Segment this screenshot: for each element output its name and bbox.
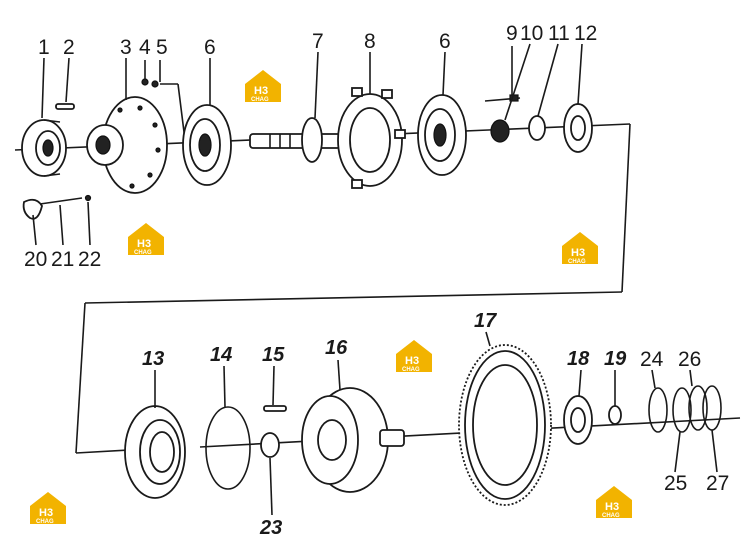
part-20-21-22-bolt	[22, 194, 92, 220]
watermark-logo-6: H3 CHAG	[596, 486, 632, 519]
part-16-carrier	[301, 387, 405, 493]
logo-text: H3	[605, 501, 619, 513]
part-15-pin	[263, 405, 287, 412]
part-14-o-ring	[205, 406, 251, 490]
label-1: 1	[38, 36, 50, 59]
part-10-sleeve	[490, 119, 510, 143]
part-6-disc-right	[417, 94, 467, 176]
part-3-housing	[86, 96, 168, 194]
part-2-pin	[55, 103, 75, 110]
shims-24-27	[648, 385, 722, 433]
label-11: 11	[548, 22, 570, 45]
label-5: 5	[156, 36, 168, 59]
logo-text: H3	[405, 355, 419, 367]
watermark-logo-1: H3 CHAG	[245, 70, 281, 103]
label-26: 26	[678, 348, 701, 371]
label-22: 22	[78, 248, 101, 271]
part-23-washer	[260, 432, 280, 458]
label-24: 24	[640, 348, 664, 371]
part-13-housing	[124, 405, 186, 499]
label-13: 13	[142, 348, 164, 370]
logo-sub: CHAG	[36, 519, 54, 525]
part-4-5-fasteners	[141, 60, 186, 141]
label-25: 25	[664, 472, 687, 495]
label-16: 16	[325, 337, 348, 359]
logo-text: H3	[254, 85, 268, 97]
logo-text: H3	[39, 507, 53, 519]
part-6-disc-left	[182, 104, 232, 186]
label-19: 19	[604, 348, 627, 370]
part-19-washer	[608, 405, 622, 425]
label-23: 23	[259, 517, 282, 539]
label-27: 27	[706, 472, 729, 495]
watermark-logo-3: H3 CHAG	[562, 232, 598, 265]
part-1-bearing	[21, 119, 67, 177]
logo-text: H3	[137, 238, 151, 250]
leader-lines	[32, 43, 718, 516]
logo-sub: CHAG	[568, 259, 586, 265]
part-7-shaft	[249, 117, 341, 163]
part-17-ring-gear	[458, 344, 552, 506]
logo-sub: CHAG	[251, 97, 269, 103]
label-2: 2	[63, 36, 75, 59]
part-labels: 1 2 3 4 5 6 7 8 6 9 10 11 12 20 21 22 13…	[24, 22, 729, 539]
part-8-plate	[337, 87, 406, 189]
label-17: 17	[474, 310, 497, 332]
part-9-screw	[484, 94, 521, 102]
part-12-bearing	[563, 103, 593, 153]
logo-text: H3	[571, 247, 585, 259]
watermark-logo-4: H3 CHAG	[396, 340, 432, 373]
label-10: 10	[520, 22, 543, 45]
label-6b: 6	[439, 30, 451, 53]
label-18: 18	[567, 348, 590, 370]
watermark-logo-2: H3 CHAG	[128, 223, 164, 256]
label-15: 15	[262, 344, 285, 366]
label-9: 9	[506, 22, 518, 45]
logo-sub: CHAG	[602, 513, 620, 519]
label-7: 7	[312, 30, 324, 53]
part-18-bearing	[563, 395, 593, 445]
label-12: 12	[574, 22, 597, 45]
part-11-snap-ring	[528, 115, 546, 141]
logo-sub: CHAG	[134, 250, 152, 256]
logo-sub: CHAG	[402, 367, 420, 373]
label-6a: 6	[204, 36, 216, 59]
label-20: 20	[24, 248, 47, 271]
label-14: 14	[210, 344, 232, 366]
label-21: 21	[51, 248, 74, 271]
watermark-logo-5: H3 CHAG	[30, 492, 66, 525]
label-4: 4	[139, 36, 151, 59]
label-8: 8	[364, 30, 376, 53]
label-3: 3	[120, 36, 132, 59]
